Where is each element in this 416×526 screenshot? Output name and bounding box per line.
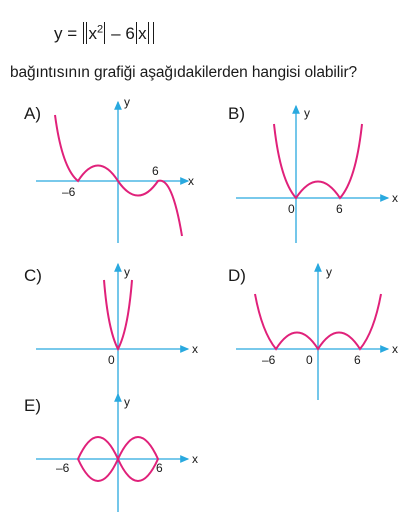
graph-e-curve [76, 436, 160, 482]
graph-a-tick-6: 6 [152, 164, 159, 178]
graph-d-tick-6: 6 [354, 353, 361, 367]
graph-d-axes [236, 262, 390, 400]
graph-e-x-label: x [192, 452, 198, 466]
option-d-label[interactable]: D) [228, 266, 246, 285]
graph-a-y-label: y [124, 95, 130, 109]
graph-a-curve [54, 114, 183, 237]
graph-a-x-label: x [188, 174, 194, 188]
graph-b-tick-0: 0 [288, 202, 295, 216]
option-c-label[interactable]: C) [24, 266, 42, 285]
graph-b-tick-6: 6 [336, 202, 343, 216]
inner-abs-bar-right [104, 22, 106, 44]
option-e-label[interactable]: E) [24, 396, 41, 415]
equation-minus-term: – 6 [111, 24, 135, 43]
graph-e-tick-6: 6 [156, 461, 163, 475]
graph-e-tick-neg6: –6 [56, 461, 70, 475]
graph-e-y-label: y [124, 395, 130, 409]
graph-d-x-label: x [392, 342, 398, 356]
equation-lhs: y = [54, 24, 78, 43]
abs-x-bar-left [135, 22, 138, 44]
graph-b-curve [273, 123, 363, 200]
graph-b-axes [236, 104, 390, 243]
graph-b-y-label: y [304, 106, 310, 120]
graph-d-tick-0: 0 [306, 353, 313, 367]
option-b-label[interactable]: B) [228, 104, 245, 123]
graph-d-y-label: y [326, 265, 332, 279]
outer-abs-bar-right [152, 22, 155, 44]
equation-abs-x: x [138, 24, 147, 43]
graph-a-tick-neg6: –6 [62, 185, 76, 199]
graph-c-axes [36, 262, 190, 400]
question-text: bağıntısının grafiği aşağıdakilerden han… [10, 64, 358, 81]
graph-e-axes [36, 392, 190, 512]
graph-d-tick-neg6: –6 [262, 353, 276, 367]
graph-c-y-label: y [124, 265, 130, 279]
graph-c-curve [103, 279, 133, 352]
graph-d-curve [254, 293, 382, 351]
graph-c-tick-0: 0 [108, 353, 115, 367]
option-a-label[interactable]: A) [24, 104, 41, 123]
equation-var: x [88, 24, 97, 43]
abs-x-bar-right [147, 22, 149, 44]
outer-abs-bar-left [82, 22, 85, 44]
inner-abs-bar-left [86, 22, 88, 44]
graph-b-x-label: x [392, 191, 398, 205]
equation-exponent: 2 [96, 23, 104, 36]
graph-c-x-label: x [192, 342, 198, 356]
graph-a-axes [36, 100, 190, 243]
